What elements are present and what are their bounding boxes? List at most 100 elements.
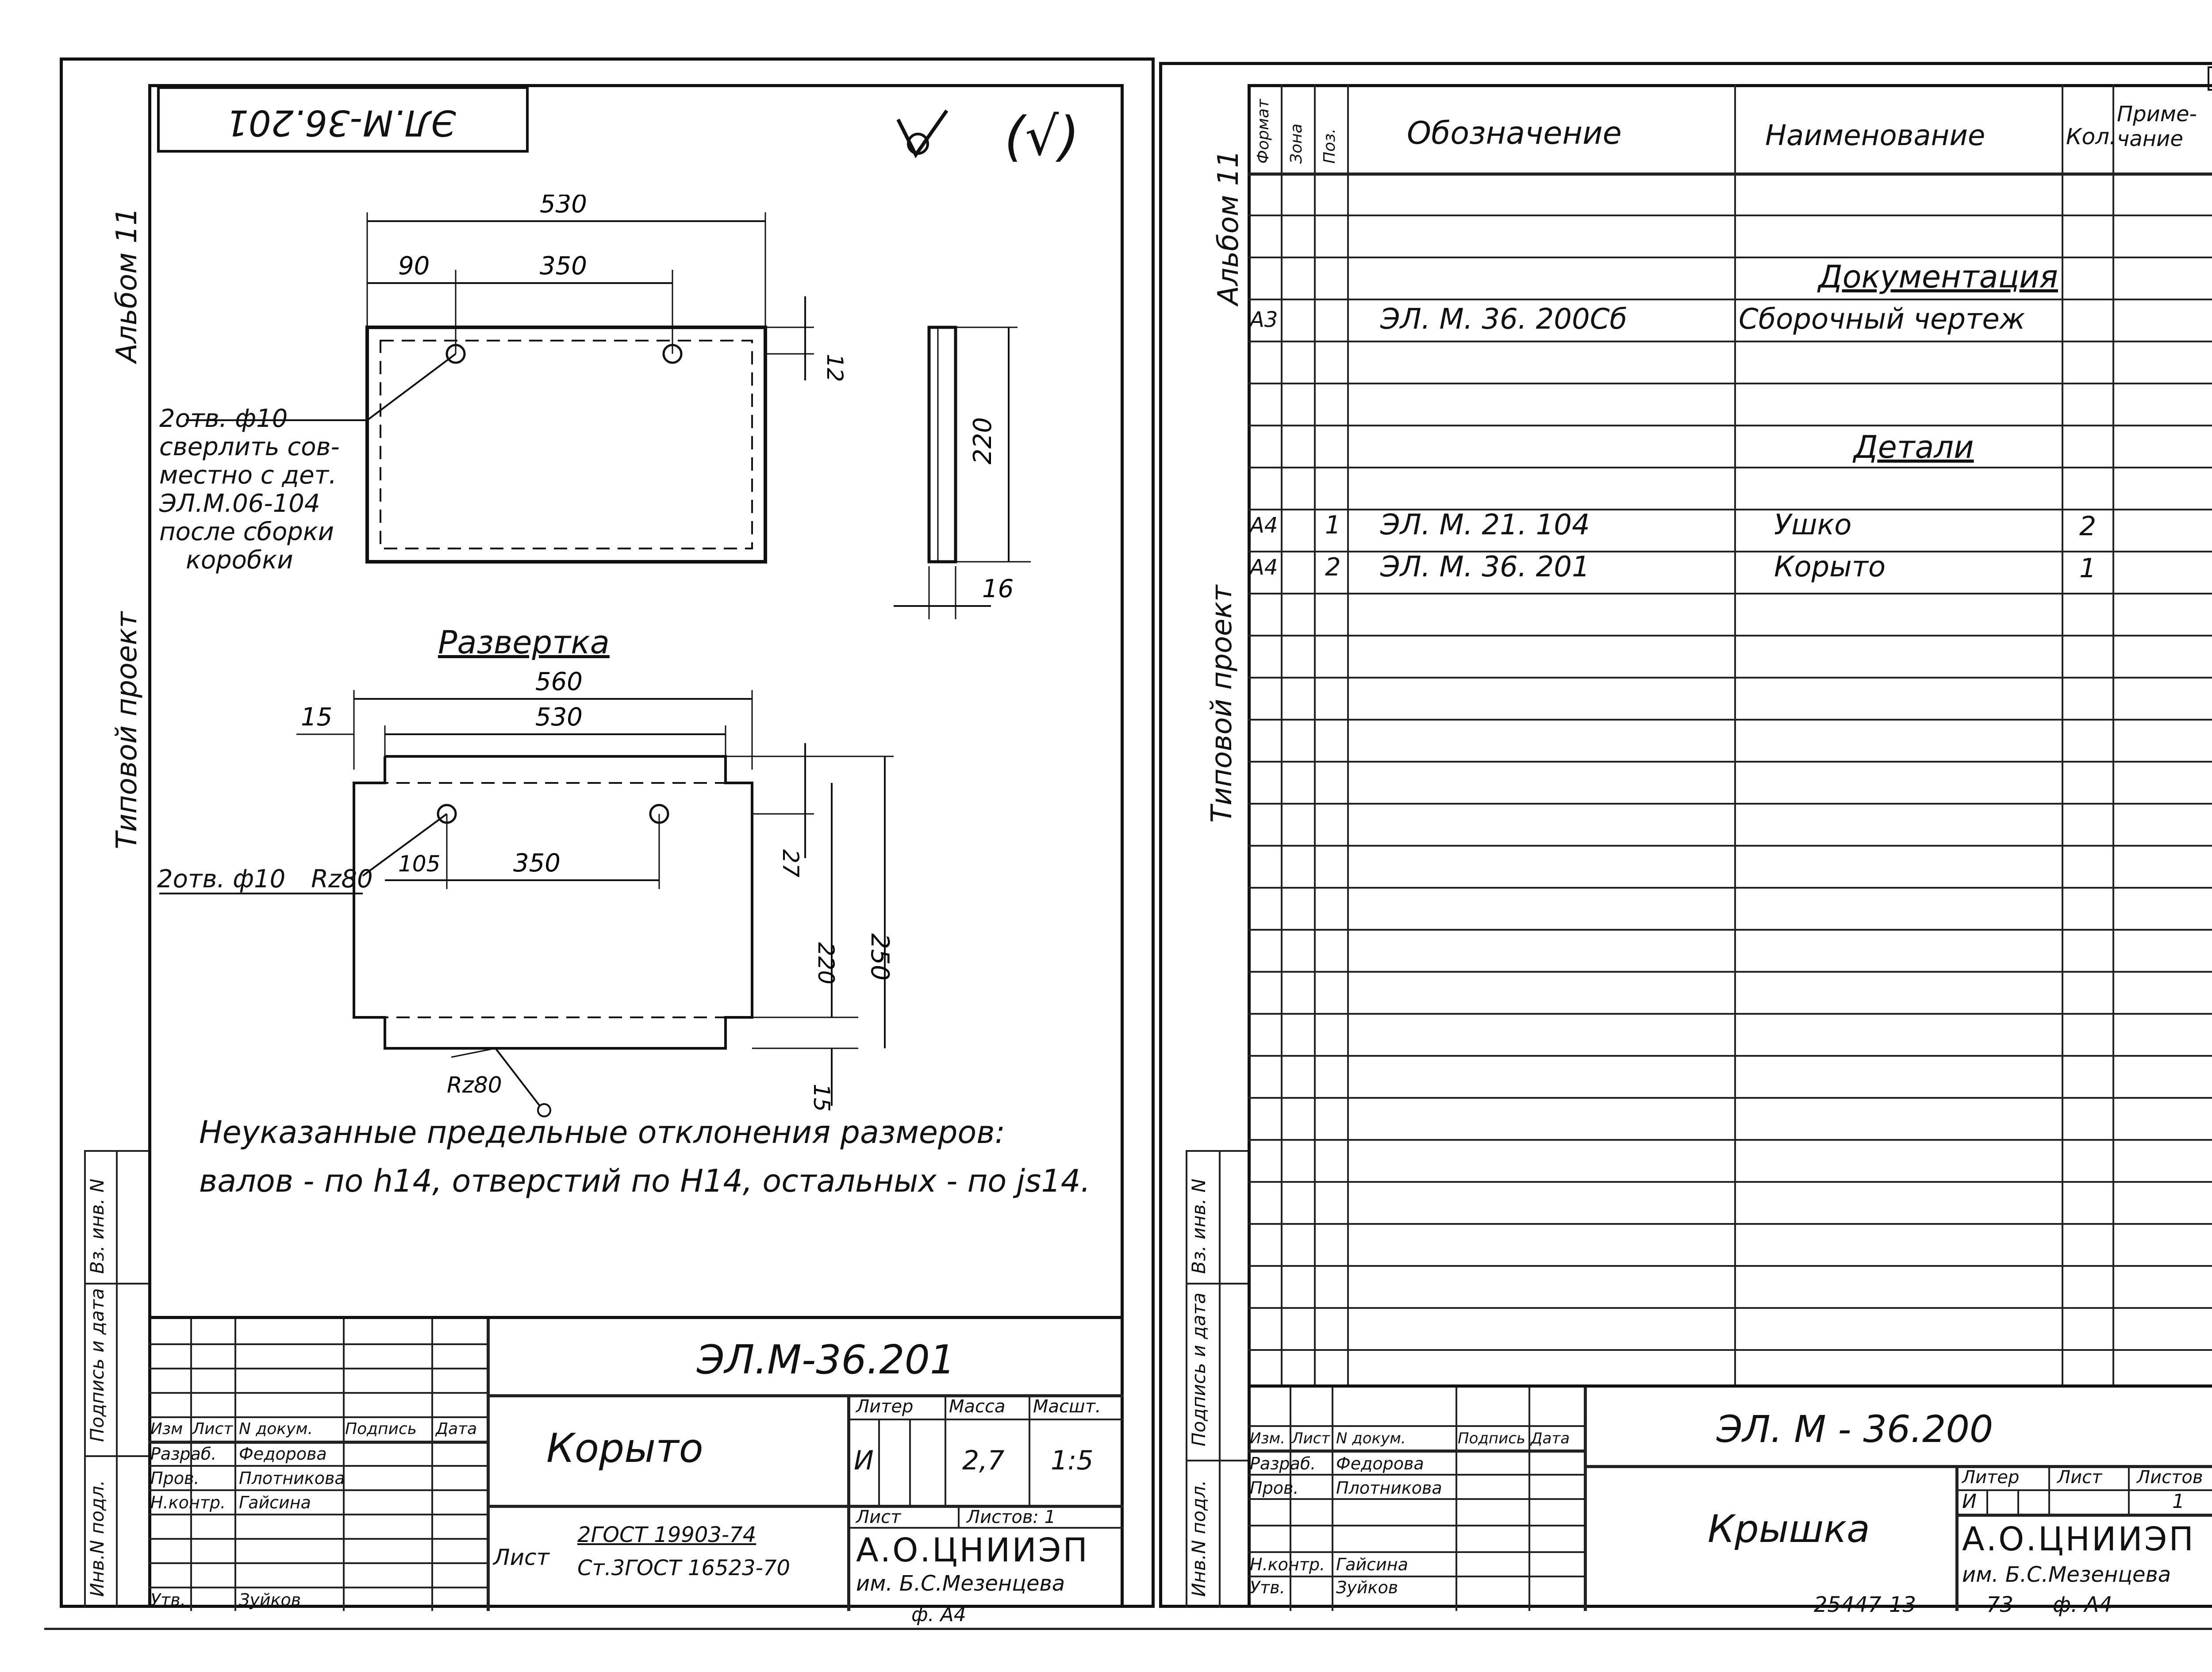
grid-line	[487, 1505, 1124, 1508]
org-name: А.О.ЦНИИЭП	[856, 1531, 1090, 1569]
roughness-check-icon	[896, 109, 949, 158]
sheet-label: Лист	[2057, 1467, 2102, 1488]
row-line	[1248, 929, 2212, 931]
roughness-bracket: (√)	[1004, 106, 1079, 168]
role-label: Н.контр.	[150, 1493, 226, 1512]
row-line	[1248, 425, 2212, 426]
col-line	[1347, 84, 1349, 1384]
litera-label: Литер	[1962, 1467, 2020, 1488]
top-stamp: ЭЛ.М-36.201	[157, 86, 529, 153]
row-line	[1248, 299, 2212, 300]
row-line	[1248, 1013, 2212, 1015]
grid-line	[148, 1441, 487, 1444]
row-line	[1248, 1181, 2212, 1183]
row-line	[1248, 551, 2212, 552]
grid-line	[2048, 1465, 2050, 1514]
row-qty: 2	[2079, 511, 2097, 542]
side-field-inv: Инв.N подл.	[1188, 1480, 1210, 1597]
role-name: Федорова	[239, 1444, 327, 1464]
section-details: Детали	[1854, 429, 1974, 465]
header-format: Формат	[1254, 99, 1272, 164]
role-name: Плотникова	[239, 1469, 345, 1488]
scale-label: Масшт.	[1033, 1396, 1101, 1417]
grid-line	[1584, 1388, 1587, 1611]
row-line	[1248, 1097, 2212, 1099]
hole-1	[445, 344, 466, 364]
spec-table: Формат Зона Поз. Обозначение Наименовани…	[1248, 84, 2212, 1384]
grid-line	[1248, 1498, 1584, 1500]
grid-line	[2017, 1489, 2019, 1514]
dim-560: 560	[535, 668, 583, 696]
litera-value: И	[854, 1445, 874, 1476]
grid-line	[909, 1419, 911, 1505]
grid-line	[148, 1538, 487, 1540]
col-header: Изм.	[1250, 1430, 1285, 1447]
role-label: Разраб.	[150, 1444, 217, 1464]
row-designation: ЭЛ. М. 21. 104	[1380, 509, 1590, 541]
grid-line	[1248, 1450, 1584, 1453]
col-header: Подпись	[1458, 1430, 1525, 1447]
row-line	[1248, 677, 2212, 679]
row-format: А3	[1250, 307, 1278, 332]
col-header: Изм	[150, 1420, 183, 1438]
footer-page: 73	[1986, 1592, 2014, 1617]
row-qty: 1	[2079, 553, 2097, 584]
col-header: N докум.	[1336, 1430, 1406, 1447]
row-line	[1248, 467, 2212, 468]
hole-note: 2отв. ф10 сверлить сов- местно с дет. ЭЛ…	[159, 405, 340, 575]
grid-line	[148, 1489, 487, 1491]
side-field-divider	[84, 1150, 86, 1608]
litera-label: Литер	[856, 1396, 914, 1417]
row-line	[1248, 1307, 2212, 1309]
material-line-1: 2ГОСТ 19903-74	[577, 1522, 757, 1547]
side-field-sign: Подпись и дата	[1188, 1292, 1210, 1446]
side-field-divider	[1186, 1150, 1187, 1608]
sheet-label: Лист	[856, 1507, 901, 1527]
role-label: Н.контр.	[1250, 1555, 1325, 1574]
role-name: Зуйков	[1336, 1578, 1398, 1597]
typical-project-label-right: Типовой проект	[1206, 585, 1238, 823]
row-line	[1248, 1349, 2212, 1351]
roughness-rz80-2: Rz80	[447, 1072, 502, 1098]
grid-line	[1955, 1514, 2212, 1517]
row-line	[1248, 593, 2212, 594]
row-name: Сборочный чертеж	[1739, 303, 2025, 336]
hole-note-line: ЭЛ.М.06-104	[159, 489, 320, 518]
dev-hole-note: 2отв. ф10 Rz80	[157, 865, 373, 894]
roughness-symbol: (√)	[896, 106, 1079, 168]
side-field-vz: Вз. инв. N	[86, 1178, 108, 1274]
sheets-value: 1	[2172, 1490, 2185, 1513]
col-line	[1734, 84, 1736, 1384]
left-part-name: Корыто	[546, 1425, 703, 1472]
dim-220-dev: 220	[813, 942, 839, 984]
grid-line	[1955, 1465, 1959, 1611]
row-format: А4	[1250, 513, 1278, 538]
header-name: Наименование	[1765, 119, 1985, 152]
side-field-divider	[1186, 1460, 1248, 1461]
col-header: N докум.	[239, 1420, 313, 1438]
side-field-vz: Вз. инв. N	[1188, 1178, 1210, 1274]
development-drawing: 560 530 15 105 350 27 220 250 15 Rz80	[159, 668, 894, 1117]
dim-15-bottom: 15	[809, 1084, 834, 1112]
col-line	[1314, 84, 1316, 1384]
col-line	[2062, 84, 2063, 1384]
material-line-2: Ст.3ГОСТ 16523-70	[577, 1556, 790, 1580]
row-line	[1248, 761, 2212, 763]
mass-label: Масса	[949, 1396, 1006, 1417]
row-line	[1248, 635, 2212, 637]
row-line	[1248, 887, 2212, 889]
grid-line	[847, 1394, 850, 1611]
row-format: А4	[1250, 555, 1278, 580]
dim-16: 16	[982, 575, 1014, 603]
dim-90: 90	[398, 252, 430, 280]
dim-12: 12	[822, 354, 848, 382]
tolerance-note-line: Неуказанные предельные отклонения размер…	[199, 1114, 1006, 1150]
album-label-right: Альбом 11	[1212, 150, 1245, 305]
row-line	[1248, 257, 2212, 258]
header-zone: Зона	[1287, 123, 1306, 164]
row-line	[1248, 215, 2212, 216]
dim-27: 27	[778, 849, 803, 878]
right-title-block: Изм. Лист N докум. Подпись Дата Разраб. …	[1248, 1384, 2212, 1611]
grid-line	[945, 1394, 946, 1505]
grid-line	[847, 1419, 1124, 1420]
